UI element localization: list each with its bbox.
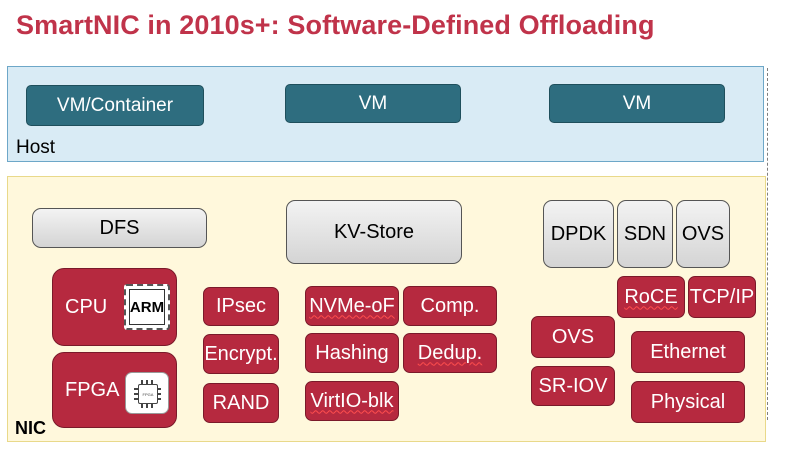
ovs-network-box: OVS [531, 316, 615, 358]
host-vm-3: VM [549, 84, 725, 123]
virtio-blk-label: VirtIO-blk [310, 389, 394, 412]
fpga-chip-label: FPGA [138, 384, 158, 404]
dfs-box: DFS [32, 208, 207, 248]
dashed-border [764, 68, 768, 420]
nic-label: NIC [15, 418, 46, 438]
dpdk-box: DPDK [543, 200, 614, 268]
dedup-box: Dedup. [403, 333, 497, 373]
kv-store-box: KV-Store [286, 200, 462, 264]
ethernet-box: Ethernet [631, 331, 745, 373]
rand-box: RAND [203, 383, 279, 423]
host-label: Host [16, 137, 56, 158]
hashing-box: Hashing [305, 333, 399, 373]
slide-title: SmartNIC in 2010s+: Software-Defined Off… [16, 10, 655, 40]
arm-label: ARM [129, 289, 165, 325]
tcpip-box: TCP/IP [688, 276, 756, 318]
cpu-label: CPU [65, 295, 108, 318]
nvmeof-box: NVMe-oF [305, 286, 399, 326]
sdn-box: SDN [617, 200, 673, 268]
arm-chip-icon: ARM [124, 284, 170, 330]
host-vm-container: VM/Container [26, 85, 204, 126]
fpga-label: FPGA [65, 378, 120, 401]
ovs-service-box: OVS [676, 200, 730, 268]
host-vm-2: VM [285, 84, 461, 123]
physical-box: Physical [631, 381, 745, 423]
fpga-chip-icon: FPGA [125, 372, 169, 414]
encrypt-box: Encrypt. [203, 334, 279, 374]
roce-box: RoCE [617, 276, 685, 318]
nvmeof-label: NVMe-oF [309, 294, 395, 317]
virtio-blk-box: VirtIO-blk [305, 381, 399, 421]
dedup-label: Dedup. [417, 341, 483, 364]
ipsec-box: IPsec [203, 287, 279, 326]
comp-box: Comp. [403, 286, 497, 326]
sr-iov-box: SR-IOV [531, 366, 615, 406]
roce-label: RoCE [624, 285, 678, 308]
